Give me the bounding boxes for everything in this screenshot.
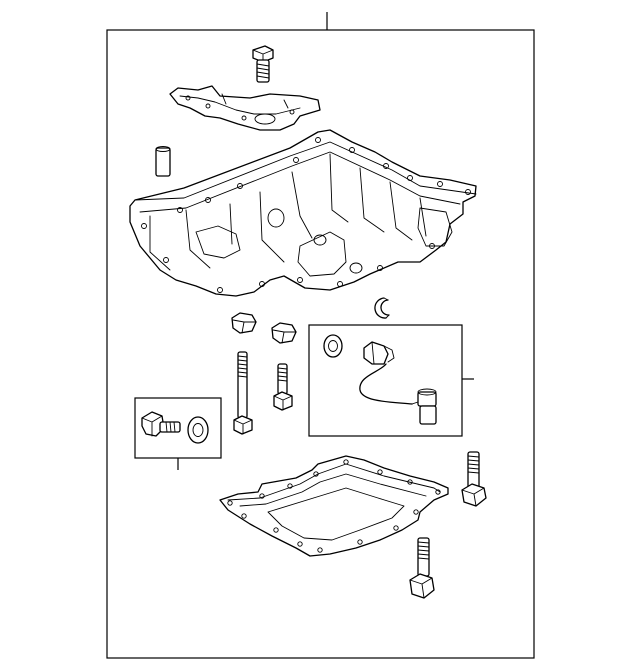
clip[interactable] <box>374 297 390 319</box>
lower-oil-pan[interactable] <box>219 455 449 557</box>
stud-bolt[interactable] <box>233 351 253 435</box>
bolt[interactable] <box>252 45 274 83</box>
baffle[interactable] <box>169 85 321 131</box>
oil-level-sensor-kit[interactable] <box>308 324 474 437</box>
short-bolt[interactable] <box>273 363 293 411</box>
sensor-harness[interactable] <box>359 341 413 405</box>
upper-oil-pan[interactable] <box>129 129 477 297</box>
drain-washer[interactable] <box>187 416 209 444</box>
drain-plug-kit[interactable] <box>134 397 222 470</box>
drain-plug[interactable] <box>231 312 257 334</box>
sensor[interactable] <box>411 388 437 425</box>
drain-plug[interactable] <box>271 322 297 344</box>
dowel-pin[interactable] <box>155 146 171 177</box>
stud-bolt-right[interactable] <box>461 451 487 507</box>
stud-bolt-bottom[interactable] <box>409 537 435 599</box>
assembly-frame <box>106 29 535 659</box>
gasket-washer[interactable] <box>323 334 343 358</box>
drain-bolt[interactable] <box>141 411 181 437</box>
